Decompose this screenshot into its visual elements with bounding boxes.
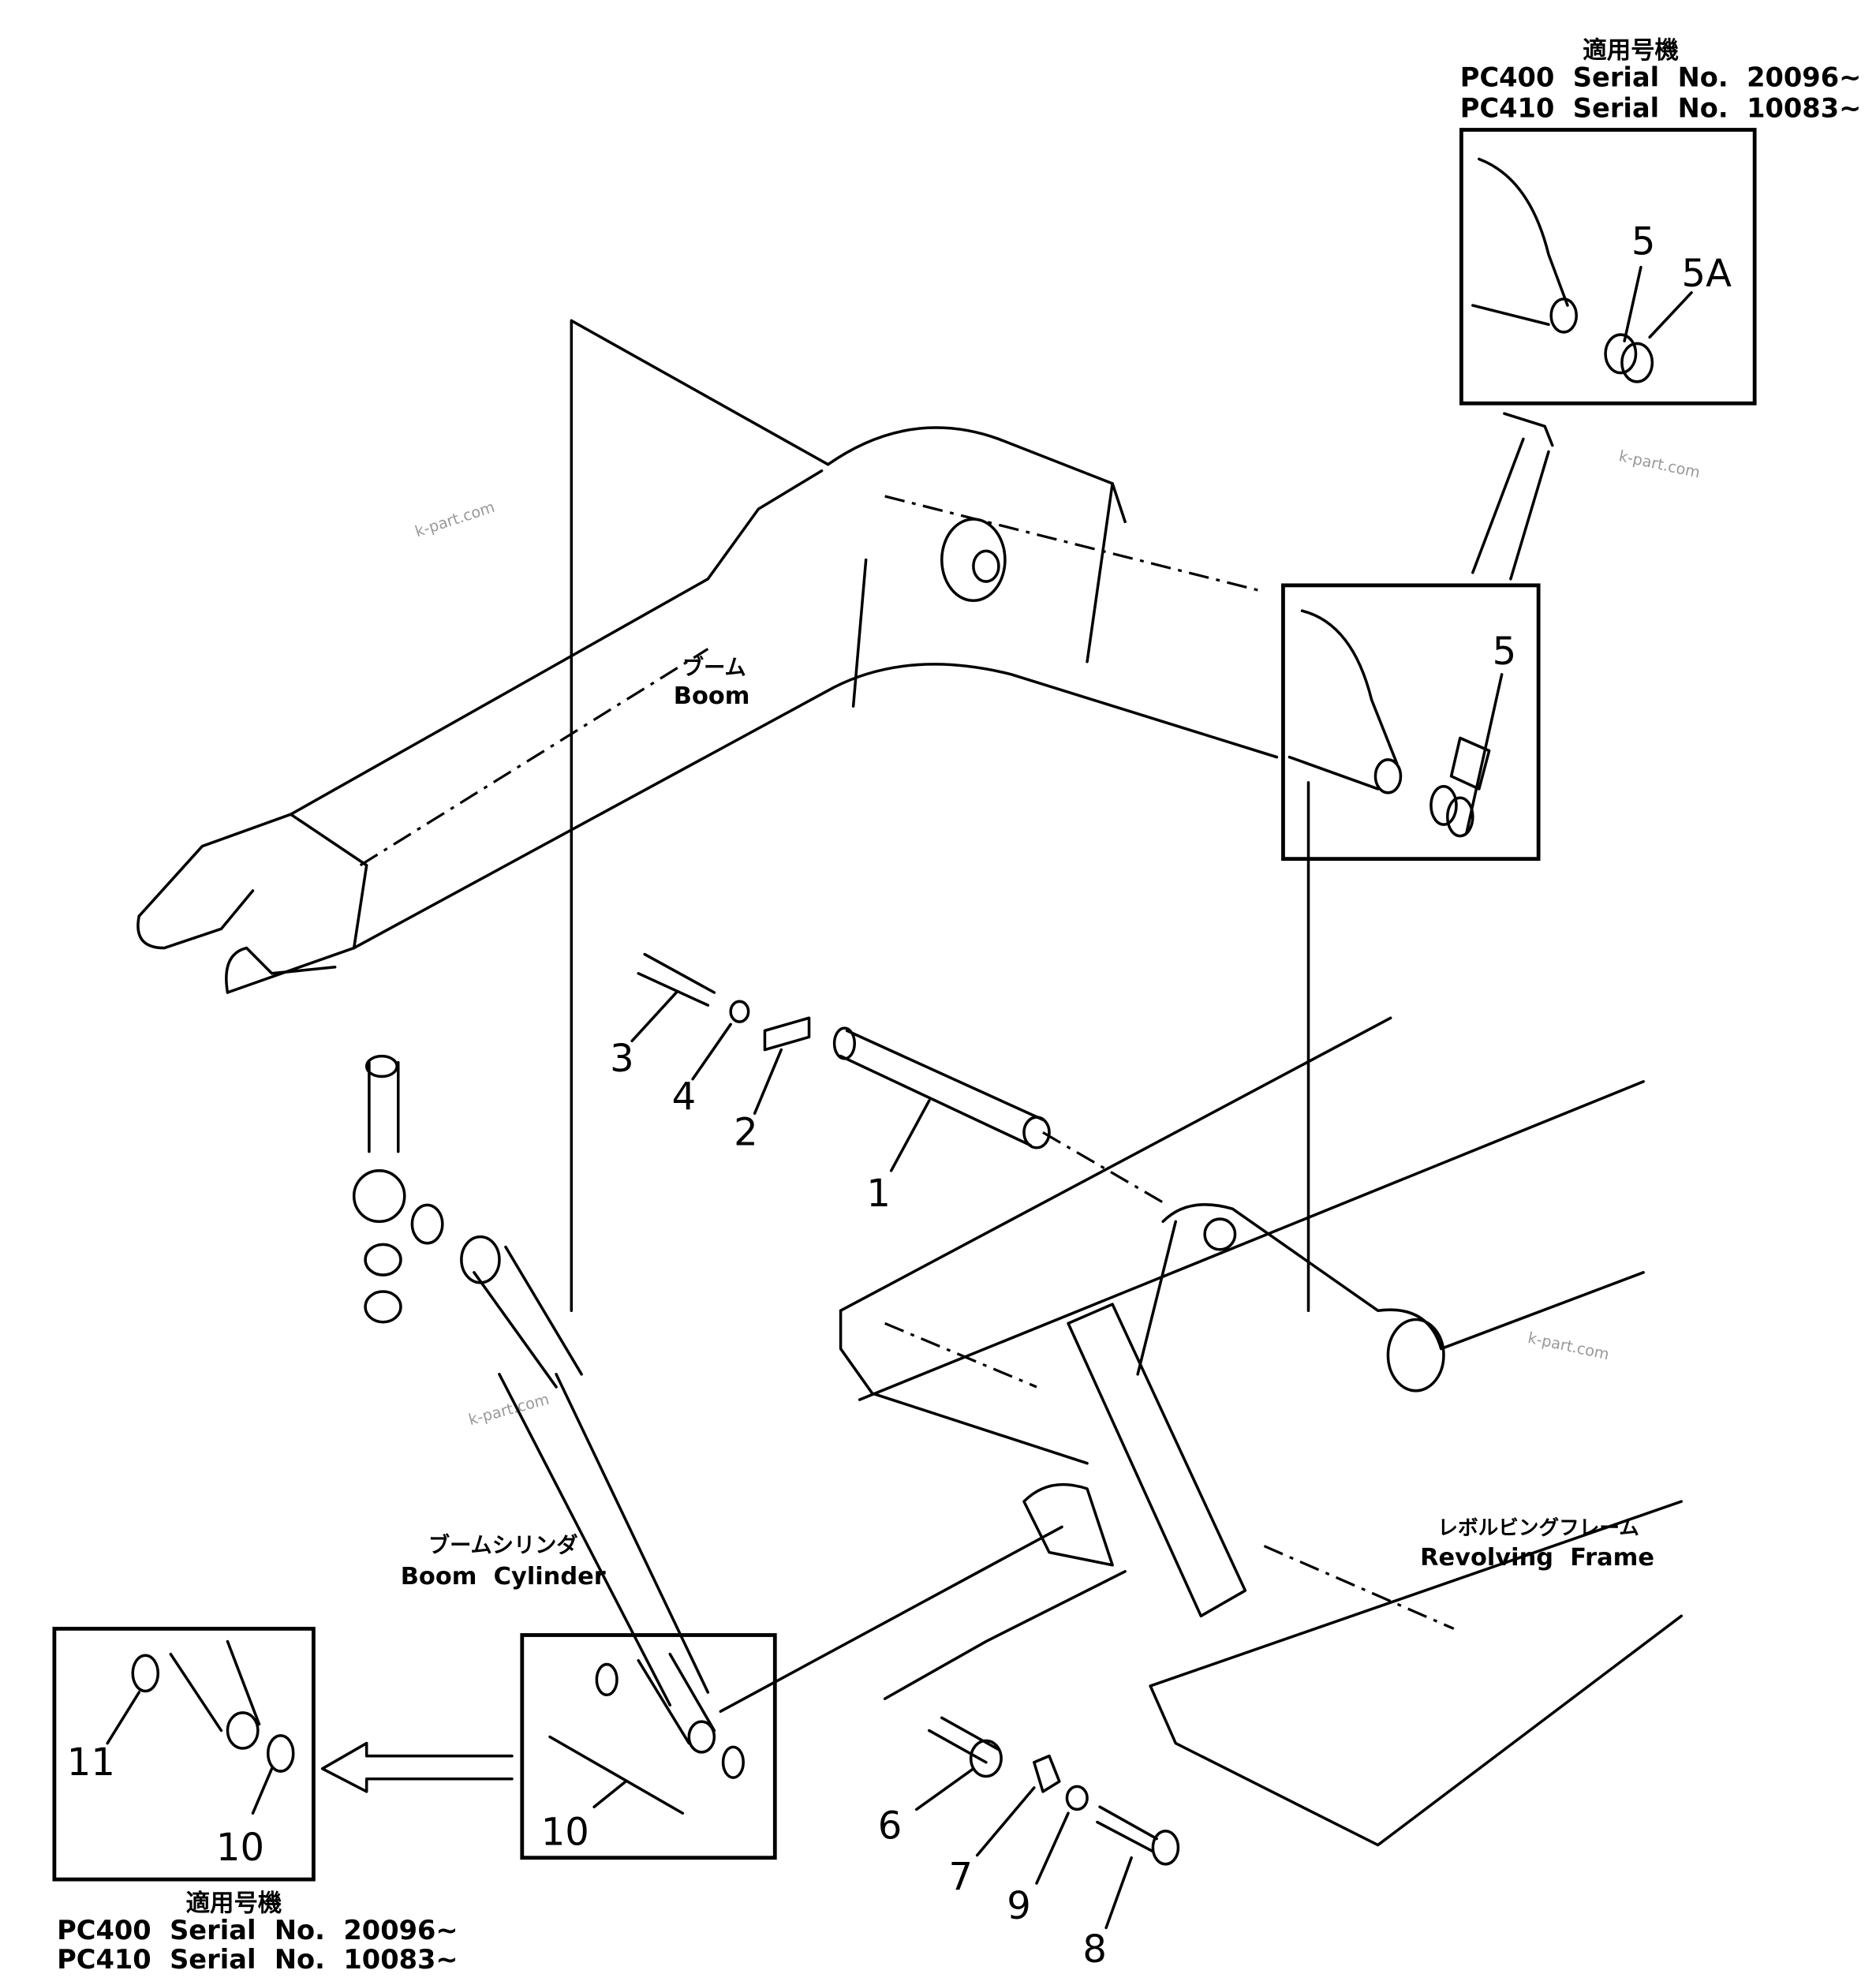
arrow-left	[320, 1741, 514, 1793]
detail-box-cylinder-end	[520, 1633, 777, 1860]
callout-2: 2	[734, 1110, 758, 1154]
boom-label: Boom	[674, 682, 750, 710]
detail-box-bottom-left	[52, 1626, 316, 1882]
serial-note-heading: 適用号機	[1583, 36, 1679, 65]
callout-1: 1	[866, 1172, 891, 1216]
callout-6: 6	[878, 1804, 902, 1848]
serial-note-bottom: 適用号機 PC400 Serial No. 20096~ PC410 Seria…	[57, 1889, 458, 1975]
detail-box-boom-end	[1281, 583, 1541, 862]
serial-note-line: PC400 Serial No. 20096~	[1460, 62, 1862, 93]
callout-9: 9	[1007, 1884, 1031, 1928]
callout-5a: 5A	[1682, 252, 1732, 296]
callout-7: 7	[949, 1855, 974, 1899]
watermark: k-part.com	[1617, 447, 1702, 481]
boom-cylinder-drawing	[352, 1054, 1063, 1714]
revolving-frame-label: Revolving Frame	[1420, 1544, 1654, 1572]
watermark: k-part.com	[466, 1390, 551, 1430]
watermark: k-part.com	[413, 498, 497, 540]
revolving-frame-drawing	[839, 1016, 1683, 1847]
detail-box-top-right	[1459, 128, 1757, 406]
serial-note-heading: 適用号機	[186, 1889, 282, 1917]
callout-8: 8	[1082, 1927, 1107, 1972]
callout-5: 5	[1493, 630, 1517, 674]
watermark: k-part.com	[1527, 1329, 1611, 1363]
arrow-up-right	[1471, 412, 1554, 581]
serial-note-line: PC410 Serial No. 10083~	[57, 1944, 458, 1975]
callout-11: 11	[67, 1740, 115, 1785]
boom-foot-pin-drawing	[637, 952, 1164, 1204]
revolving-frame-label-jp: レボルビングフレーム	[1437, 1516, 1639, 1540]
callout-4: 4	[672, 1075, 697, 1119]
boom-drawing	[136, 319, 1279, 1312]
boom-cylinder-label-jp: ブームシリンダ	[428, 1533, 578, 1558]
boom-label-jp: ブーム	[682, 655, 746, 680]
serial-note-line: PC400 Serial No. 20096~	[57, 1915, 458, 1946]
callout-10-detail: 10	[216, 1826, 264, 1870]
boom-cylinder-label: Boom Cylinder	[401, 1563, 606, 1591]
callout-10: 10	[541, 1810, 589, 1854]
serial-note-line: PC410 Serial No. 10083~	[1460, 92, 1862, 123]
callout-3: 3	[610, 1037, 634, 1081]
callout-5-detail: 5	[1631, 219, 1656, 264]
cylinder-foot-pin-drawing	[883, 1570, 1180, 1866]
serial-note-top: 適用号機 PC400 Serial No. 20096~ PC410 Seria…	[1460, 36, 1862, 123]
